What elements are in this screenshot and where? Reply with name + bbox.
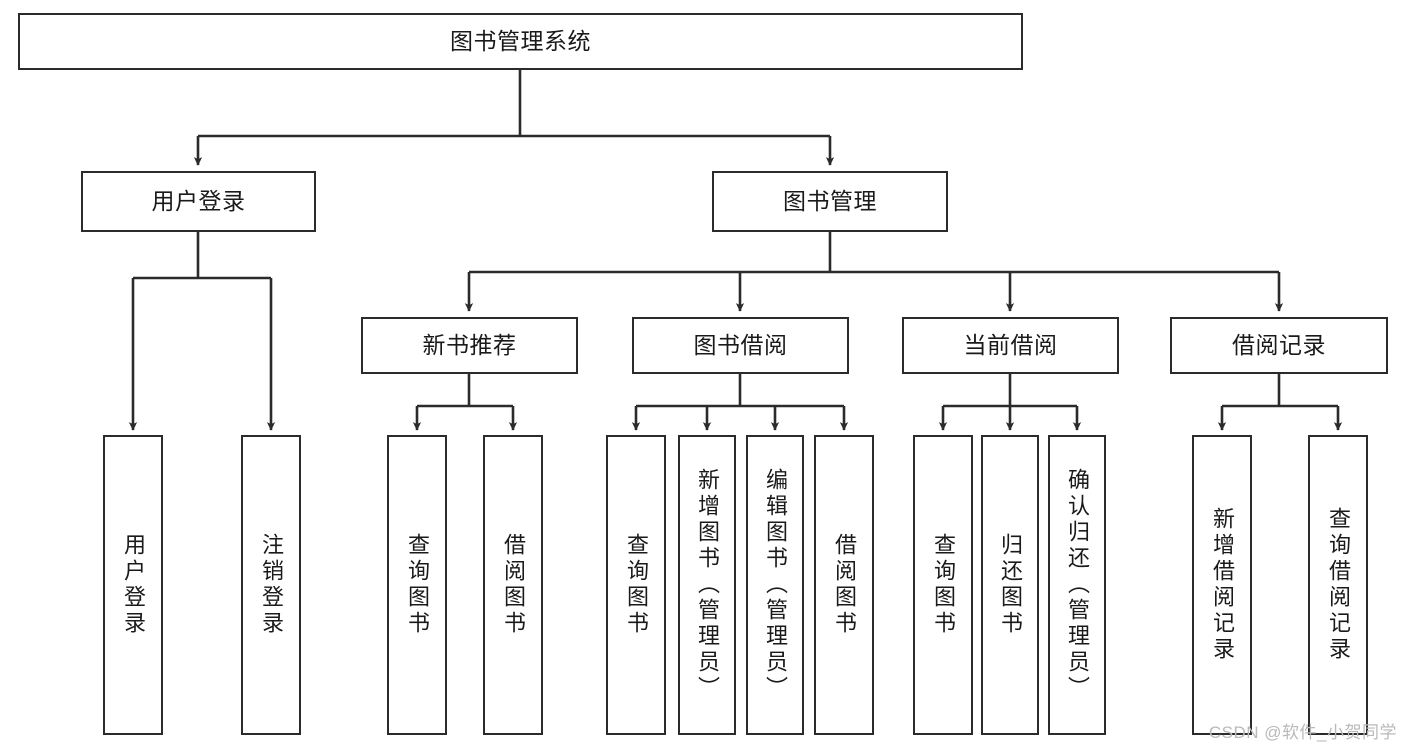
node-leaf-user-login[interactable]: 用户登录 xyxy=(103,435,163,735)
node-current-borrow[interactable]: 当前借阅 xyxy=(902,317,1119,374)
node-leaf-query-book-1[interactable]: 查询图书 xyxy=(387,435,447,735)
node-book-manage-label: 图书管理 xyxy=(783,187,877,214)
node-leaf-add-book-label: 新增图书（管理员） xyxy=(695,468,720,702)
node-leaf-query-record-label: 查询借阅记录 xyxy=(1326,507,1351,663)
node-leaf-query-book-1-label: 查询图书 xyxy=(405,533,430,637)
node-leaf-borrow-book-2-label: 借阅图书 xyxy=(832,533,857,637)
node-leaf-edit-book-label: 编辑图书（管理员） xyxy=(763,468,788,702)
node-leaf-add-record[interactable]: 新增借阅记录 xyxy=(1192,435,1252,735)
node-leaf-borrow-book-2[interactable]: 借阅图书 xyxy=(814,435,874,735)
node-leaf-add-book[interactable]: 新增图书（管理员） xyxy=(678,435,736,735)
node-borrow-record[interactable]: 借阅记录 xyxy=(1170,317,1388,374)
node-new-book-rec-label: 新书推荐 xyxy=(422,331,517,358)
node-leaf-borrow-book-1[interactable]: 借阅图书 xyxy=(483,435,543,735)
node-leaf-confirm-return-label: 确认归还（管理员） xyxy=(1065,468,1090,702)
node-user-login[interactable]: 用户登录 xyxy=(81,171,316,232)
node-leaf-return-book-label: 归还图书 xyxy=(998,533,1023,637)
node-leaf-query-book-2[interactable]: 查询图书 xyxy=(606,435,666,735)
node-leaf-add-record-label: 新增借阅记录 xyxy=(1210,507,1235,663)
node-book-borrow[interactable]: 图书借阅 xyxy=(632,317,849,374)
node-leaf-logout-label: 注销登录 xyxy=(259,533,284,637)
node-leaf-query-book-3-label: 查询图书 xyxy=(931,533,956,637)
csdn-watermark: CSDN @软件_小贺同学 xyxy=(1208,723,1397,742)
node-leaf-confirm-return[interactable]: 确认归还（管理员） xyxy=(1048,435,1106,735)
node-leaf-user-login-label: 用户登录 xyxy=(121,533,146,637)
node-root[interactable]: 图书管理系统 xyxy=(18,13,1023,70)
node-new-book-rec[interactable]: 新书推荐 xyxy=(361,317,578,374)
node-leaf-logout[interactable]: 注销登录 xyxy=(241,435,301,735)
node-leaf-query-book-3[interactable]: 查询图书 xyxy=(913,435,973,735)
node-leaf-edit-book[interactable]: 编辑图书（管理员） xyxy=(746,435,804,735)
node-borrow-record-label: 借阅记录 xyxy=(1232,331,1326,358)
node-leaf-borrow-book-1-label: 借阅图书 xyxy=(501,533,526,637)
node-leaf-query-book-2-label: 查询图书 xyxy=(624,533,649,637)
node-book-borrow-label: 图书借阅 xyxy=(693,331,788,358)
node-current-borrow-label: 当前借阅 xyxy=(963,331,1058,358)
node-root-label: 图书管理系统 xyxy=(450,27,591,54)
node-leaf-return-book[interactable]: 归还图书 xyxy=(981,435,1039,735)
node-leaf-query-record[interactable]: 查询借阅记录 xyxy=(1308,435,1368,735)
node-user-login-label: 用户登录 xyxy=(151,187,246,214)
node-book-manage[interactable]: 图书管理 xyxy=(712,171,948,232)
